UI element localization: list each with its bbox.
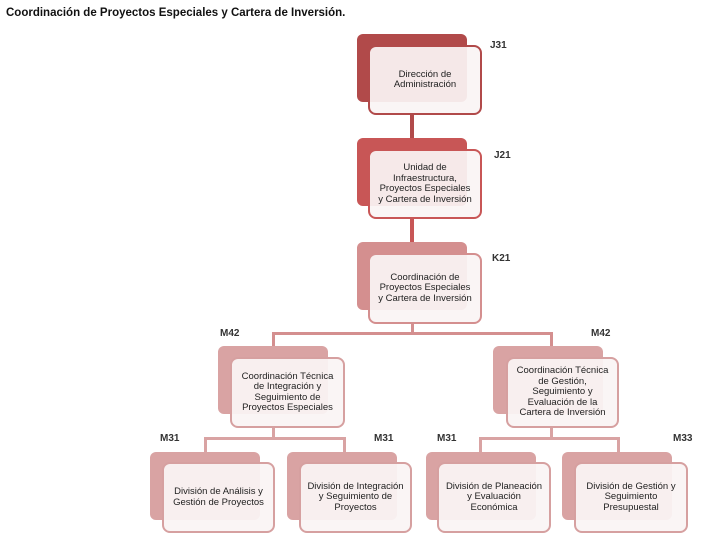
- connector: [204, 437, 207, 453]
- node-label: Dirección de Administración: [368, 45, 482, 115]
- node-label: Coordinación de Proyectos Especiales y C…: [368, 253, 482, 324]
- node-code: M31: [374, 433, 394, 444]
- connector: [479, 437, 620, 440]
- node-code: M33: [673, 433, 693, 444]
- node-code: M31: [437, 433, 457, 444]
- node-code: J21: [494, 150, 511, 161]
- node-label: División de Análisis y Gestión de Proyec…: [162, 462, 275, 533]
- node-code: J31: [490, 40, 507, 51]
- node-label: División de Planeación y Evaluación Econ…: [437, 462, 551, 533]
- node-label: División de Gestión y Seguimiento Presup…: [574, 462, 688, 533]
- connector: [343, 437, 346, 453]
- page-title: Coordinación de Proyectos Especiales y C…: [6, 7, 346, 19]
- node-code: K21: [492, 253, 511, 264]
- node-code: M42: [220, 328, 240, 339]
- node-label: División de Integración y Seguimiento de…: [299, 462, 412, 533]
- connector: [550, 332, 553, 348]
- connector: [272, 332, 275, 348]
- node-code: M31: [160, 433, 180, 444]
- connector: [550, 427, 553, 439]
- connector: [479, 437, 482, 453]
- node-code: M42: [591, 328, 611, 339]
- connector: [411, 323, 414, 334]
- connector: [410, 114, 414, 150]
- node-label: Coordinación Técnica de Integración y Se…: [230, 357, 345, 428]
- connector: [617, 437, 620, 453]
- connector: [272, 427, 275, 439]
- node-label: Unidad de Infraestructura, Proyectos Esp…: [368, 149, 482, 219]
- connector: [410, 218, 414, 254]
- connector: [272, 332, 553, 335]
- connector: [204, 437, 346, 440]
- node-label: Coordinación Técnica de Gestión, Seguimi…: [506, 357, 619, 428]
